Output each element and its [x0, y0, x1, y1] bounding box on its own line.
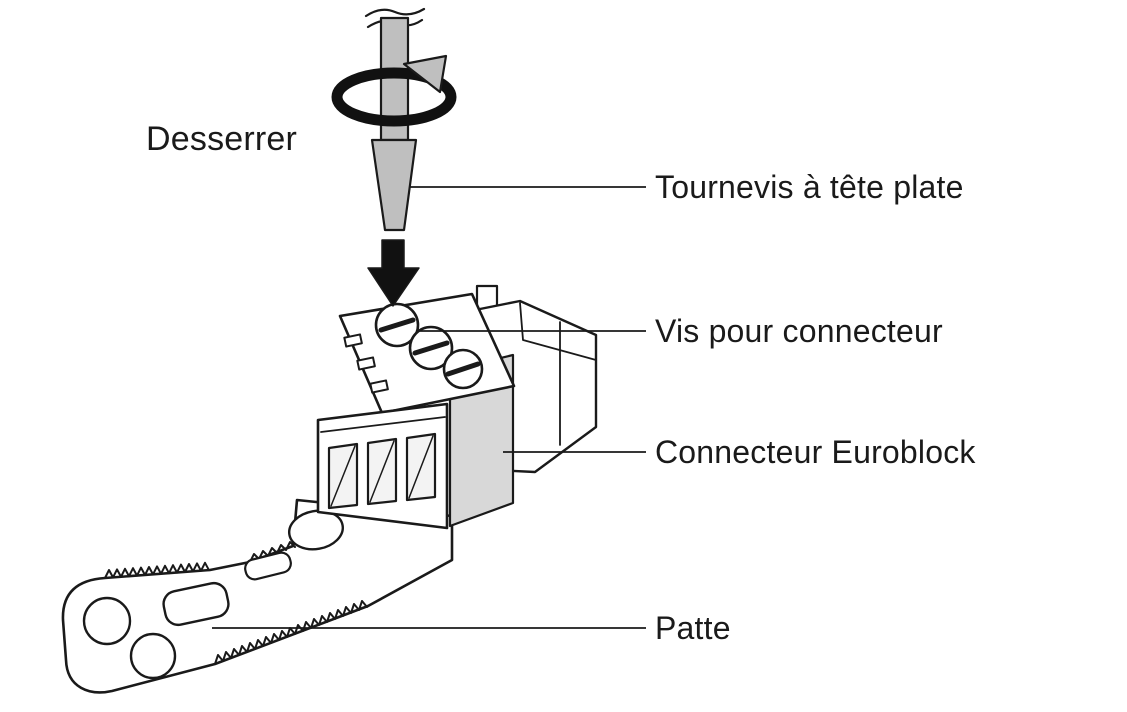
clamp-mark-2 [356, 356, 376, 371]
tab-hole-2 [129, 632, 177, 680]
wire-opening-3-shade [408, 435, 434, 499]
clamp-mark-1 [343, 333, 363, 348]
tab-slot-1 [162, 581, 230, 627]
front-face-lip [320, 416, 446, 433]
screw-slot-1 [378, 317, 416, 333]
action-label: Desserrer [146, 120, 298, 158]
screw-slot-2 [412, 340, 450, 356]
wire-opening-2-shade [369, 440, 395, 503]
callout-connector-screw-label: Vis pour connecteur [655, 313, 943, 349]
leader-lines [212, 186, 646, 629]
euroblock-connector-drawing [316, 284, 598, 530]
shaft-break-line-1 [364, 7, 426, 18]
callout-screwdriver-label: Tournevis à tête plate [655, 169, 964, 205]
tab-hole-3 [288, 509, 344, 551]
screwdriver-drawing [331, 7, 457, 307]
screwdriver-blade [370, 138, 418, 232]
tab-serration-top [104, 561, 210, 579]
clamp-mark-3 [369, 379, 389, 394]
down-arrow-icon [367, 239, 420, 307]
callout-tab-label: Patte [655, 610, 731, 646]
rotation-arrowhead-icon [402, 54, 448, 94]
tab-outline [61, 498, 454, 694]
tab-hole-1 [82, 596, 132, 646]
tab-slot-2 [244, 551, 292, 581]
screw-slot-3 [445, 361, 481, 377]
wire-opening-1-shade [330, 445, 356, 507]
plug-step-lines [519, 302, 597, 446]
tab-drawing [61, 498, 454, 694]
callout-connector-label: Connecteur Euroblock [655, 434, 976, 470]
rotation-arrow [331, 67, 457, 127]
